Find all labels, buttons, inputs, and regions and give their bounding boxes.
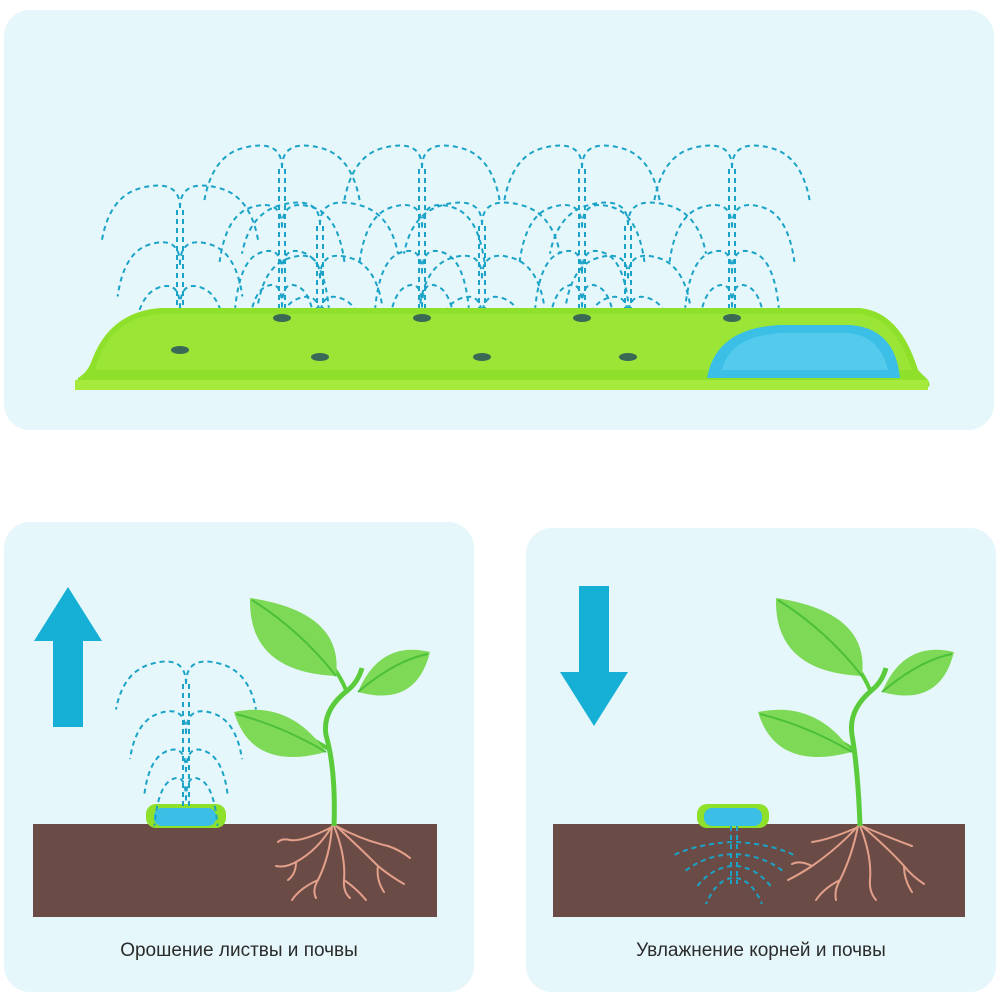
emitter xyxy=(697,804,769,828)
plant xyxy=(758,598,954,826)
arrow-down-icon xyxy=(560,586,628,726)
root-moistening-caption: Увлажнение корней и почвы xyxy=(526,940,996,962)
leaf xyxy=(776,598,863,676)
soil-block xyxy=(553,824,965,917)
